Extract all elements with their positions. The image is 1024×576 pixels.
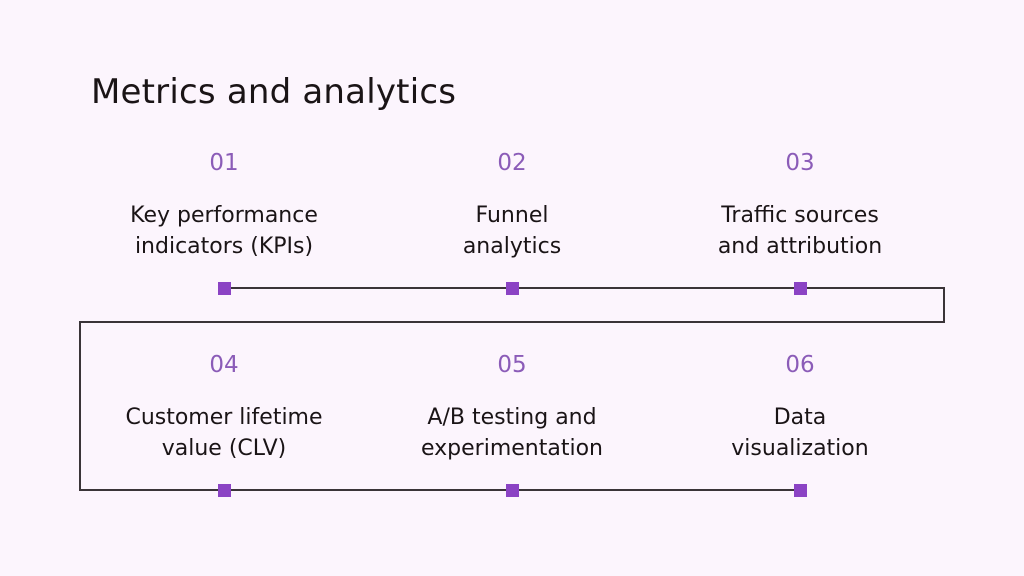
page-title: Metrics and analytics xyxy=(91,72,457,112)
step-item-01: 01 Key performance indicators (KPIs) xyxy=(80,152,368,262)
step-number-04: 04 xyxy=(209,352,239,378)
step-marker-04 xyxy=(217,483,231,497)
step-number-03: 03 xyxy=(785,150,815,176)
step-number-02: 02 xyxy=(497,150,527,176)
step-marker-03 xyxy=(793,281,807,295)
step-label-05: A/B testing and experimentation xyxy=(421,405,603,462)
step-marker-01 xyxy=(217,281,231,295)
step-label-03: Traffic sources and attribution xyxy=(717,203,883,260)
step-label-02: Funnel analytics xyxy=(462,203,562,260)
step-item-02: 02 Funnel analytics xyxy=(368,152,656,262)
step-label-01: Key performance indicators (KPIs) xyxy=(130,203,318,260)
step-item-06: 06 Data visualization xyxy=(656,354,944,464)
step-number-06: 06 xyxy=(785,352,815,378)
step-marker-06 xyxy=(793,483,807,497)
step-number-01: 01 xyxy=(209,150,239,176)
step-marker-05 xyxy=(505,483,519,497)
step-number-05: 05 xyxy=(497,352,527,378)
step-label-06: Data visualization xyxy=(731,405,869,462)
step-item-03: 03 Traffic sources and attribution xyxy=(656,152,944,262)
step-item-04: 04 Customer lifetime value (CLV) xyxy=(80,354,368,464)
step-item-05: 05 A/B testing and experimentation xyxy=(368,354,656,464)
step-label-04: Customer lifetime value (CLV) xyxy=(125,405,323,462)
step-marker-02 xyxy=(505,281,519,295)
